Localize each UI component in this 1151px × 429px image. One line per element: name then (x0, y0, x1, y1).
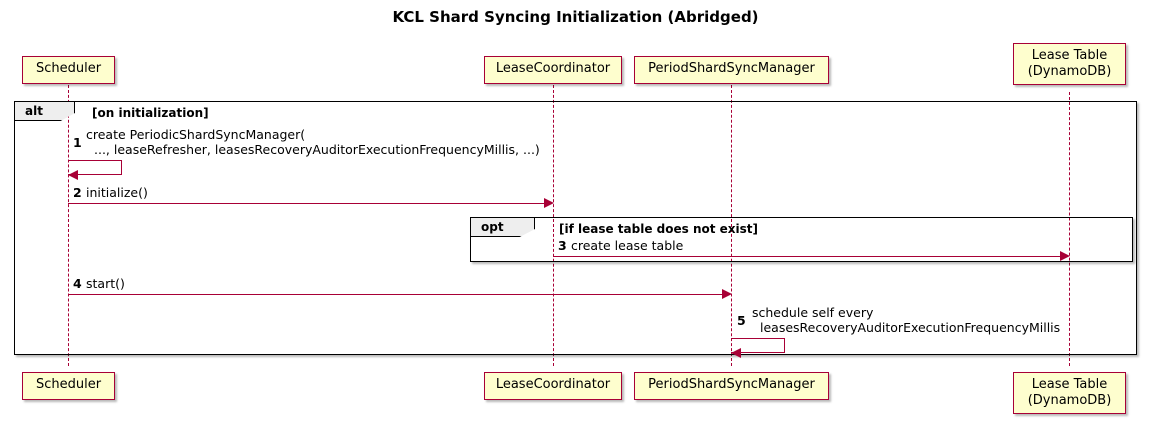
participant-label: PeriodShardSyncManager (648, 61, 815, 76)
fragment-alt-guard: [on initialization] (92, 106, 209, 120)
message-5-label-line1: schedule self every (752, 305, 874, 320)
participant-period-shard-sync-manager-top: PeriodShardSyncManager (634, 56, 829, 84)
participant-label-line2: (DynamoDB) (1027, 393, 1112, 408)
message-1-label-line1: create PeriodicShardSyncManager( (86, 127, 306, 142)
participant-label-line1: Lease Table (1031, 377, 1108, 392)
lifeline-period-shard-sync-manager (731, 85, 732, 366)
lifeline-scheduler (68, 85, 69, 366)
message-2-label: initialize() (86, 185, 148, 200)
message-5-number: 5 (737, 313, 746, 328)
participant-label-line1: Lease Table (1031, 48, 1108, 63)
participant-lease-table-bottom: Lease Table (DynamoDB) (1013, 372, 1126, 414)
message-4-arrowhead (722, 289, 732, 299)
participant-scheduler-top: Scheduler (22, 56, 115, 84)
participant-lease-coordinator-bottom: LeaseCoordinator (484, 372, 622, 400)
message-2-arrowhead (544, 198, 554, 208)
participant-label: Scheduler (35, 61, 102, 76)
message-4-line (68, 294, 724, 295)
fragment-opt-operator: opt (471, 218, 535, 237)
message-5-self-loop (731, 338, 785, 353)
message-3-number: 3 (558, 238, 567, 253)
message-2-number: 2 (73, 185, 82, 200)
page-title: KCL Shard Syncing Initialization (Abridg… (392, 8, 759, 26)
message-2-line (68, 203, 546, 204)
participant-label: Scheduler (35, 377, 102, 392)
message-3-label: create lease table (571, 238, 684, 253)
message-5-label-line2: leasesRecoveryAuditorExecutionFrequencyM… (760, 320, 1061, 335)
fragment-opt-guard: [if lease table does not exist] (559, 222, 759, 236)
message-1-number: 1 (73, 135, 82, 150)
message-1-self-loop (68, 160, 122, 175)
fragment-alt: alt (14, 101, 1137, 355)
participant-lease-table-top: Lease Table (DynamoDB) (1013, 43, 1126, 85)
message-5-arrowhead (731, 348, 741, 358)
participant-lease-coordinator-top: LeaseCoordinator (484, 56, 622, 84)
fragment-alt-operator: alt (15, 102, 75, 121)
participant-label: LeaseCoordinator (495, 61, 611, 76)
lifeline-lease-table (1069, 92, 1070, 366)
message-1-label-line2: ..., leaseRefresher, leasesRecoveryAudit… (94, 142, 540, 157)
message-4-label: start() (86, 276, 125, 291)
message-3-line (553, 256, 1060, 257)
lifeline-lease-coordinator (553, 85, 554, 366)
participant-label-line2: (DynamoDB) (1027, 64, 1112, 79)
participant-period-shard-sync-manager-bottom: PeriodShardSyncManager (634, 372, 829, 400)
participant-scheduler-bottom: Scheduler (22, 372, 115, 400)
participant-label: LeaseCoordinator (495, 377, 611, 392)
participant-label: PeriodShardSyncManager (648, 377, 815, 392)
message-1-arrowhead (68, 170, 78, 180)
fragment-opt: opt (470, 217, 1133, 262)
message-3-arrowhead (1060, 251, 1070, 261)
message-4-number: 4 (73, 276, 82, 291)
